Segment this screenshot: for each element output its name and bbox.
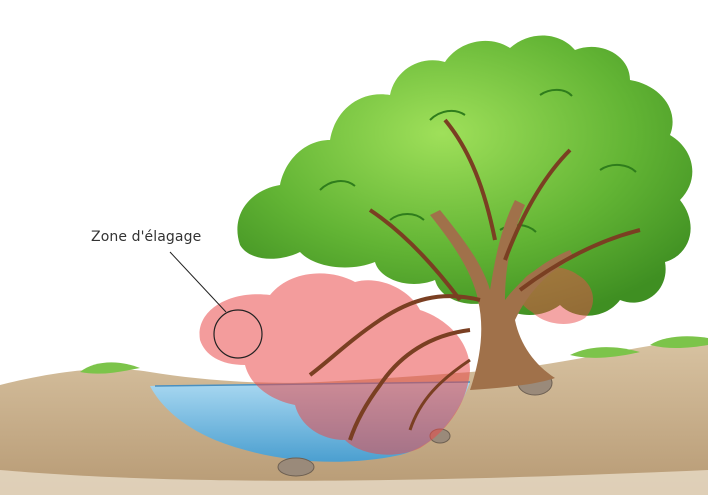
tree-canopy	[237, 35, 692, 315]
pruning-zone-label: Zone d'élagage	[91, 229, 201, 245]
